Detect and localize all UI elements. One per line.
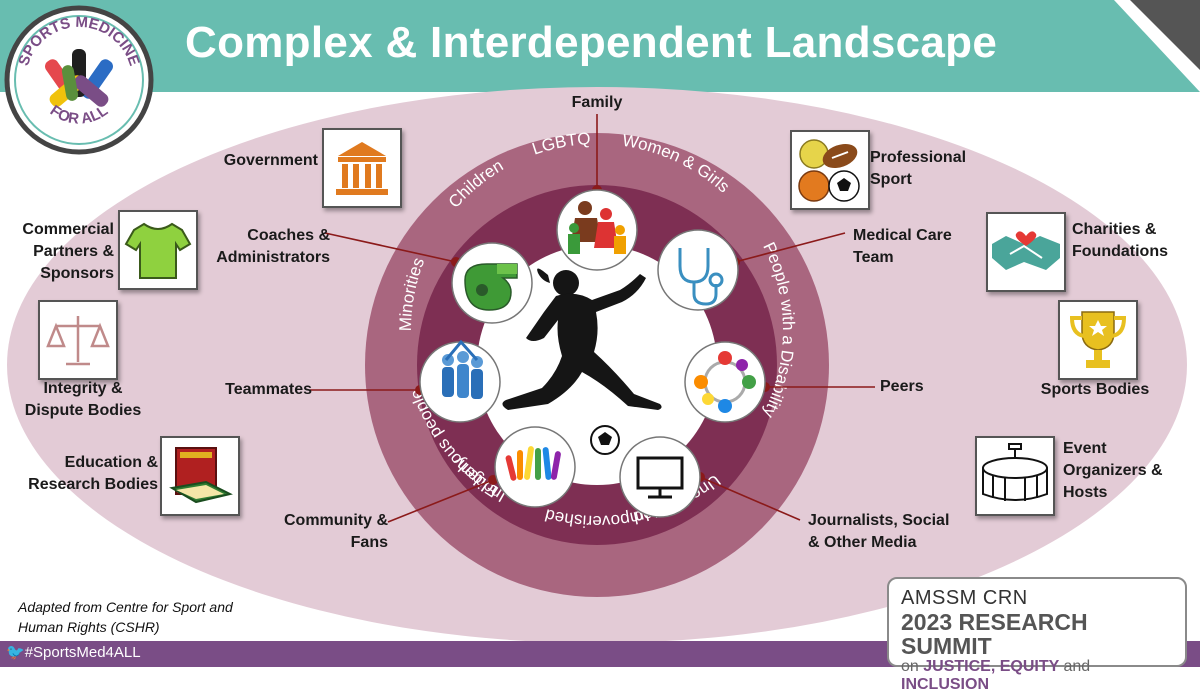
coaches-node bbox=[451, 242, 533, 324]
label-commercial: Commercial Partners & Sponsors bbox=[22, 221, 114, 282]
landscape-diagram: LGBTQ Women & Girls People with a Disabi… bbox=[7, 87, 1187, 643]
summit-inclusion: INCLUSION bbox=[901, 676, 989, 693]
label-events: Event Organizers & Hosts bbox=[1063, 440, 1163, 501]
header-banner bbox=[0, 0, 1200, 92]
whistle-icon bbox=[464, 263, 518, 311]
summit-badge: AMSSM CRN 2023 RESEARCH SUMMIT on JUSTIC… bbox=[887, 577, 1187, 693]
summit-line1: AMSSM CRN bbox=[901, 587, 1028, 609]
sports-balls-icon bbox=[798, 139, 860, 202]
banner-corner-dark bbox=[1130, 0, 1200, 70]
events-node bbox=[975, 436, 1055, 516]
community-node bbox=[494, 426, 576, 508]
handshake-heart-icon bbox=[992, 231, 1060, 270]
sports-medicine-logo: SPORTS MEDICINE FOR ALL bbox=[4, 5, 154, 155]
soccer-player-silhouette bbox=[502, 268, 662, 455]
teammates-node bbox=[419, 339, 501, 423]
peers-icon bbox=[694, 351, 756, 413]
government-icon bbox=[336, 142, 388, 195]
commercial-node bbox=[118, 210, 198, 290]
page-title: Complex & Interdependent Landscape bbox=[185, 18, 998, 67]
raised-hands-icon bbox=[505, 446, 561, 481]
sports-bodies-node bbox=[1058, 300, 1138, 380]
label-sports-bodies: Sports Bodies bbox=[1040, 381, 1150, 398]
summit-line2: 2023 RESEARCH SUMMIT bbox=[901, 609, 1088, 659]
label-coaches: Coaches & Administrators bbox=[216, 227, 330, 266]
label-education: Education & Research Bodies bbox=[28, 454, 158, 493]
label-integrity: Integrity & Dispute Bodies bbox=[24, 380, 142, 419]
teammates-icon bbox=[442, 339, 483, 399]
family-icon bbox=[568, 201, 626, 254]
trophy-icon bbox=[1069, 311, 1127, 368]
source-credit: Adapted from Centre for Sport and Human … bbox=[18, 599, 233, 635]
label-peers: Peers bbox=[880, 378, 924, 395]
stethoscope-icon bbox=[678, 248, 724, 306]
t-shirt-icon bbox=[124, 222, 192, 279]
label-family: Family bbox=[571, 94, 623, 111]
family-node bbox=[556, 189, 638, 271]
integrity-node bbox=[38, 300, 118, 380]
stadium-icon bbox=[982, 443, 1048, 501]
media-node bbox=[619, 436, 701, 518]
books-icon bbox=[169, 447, 233, 504]
footer-hashtag[interactable]: 🐦#SportsMed4ALL bbox=[6, 643, 141, 661]
label-community: Community & Fans bbox=[284, 512, 388, 551]
peers-node bbox=[684, 341, 766, 423]
hands-icon bbox=[45, 49, 113, 107]
connector-lines bbox=[310, 114, 875, 523]
hashtag-text: #SportsMed4ALL bbox=[24, 644, 141, 661]
label-charities: Charities & Foundations bbox=[1072, 221, 1168, 260]
professional-sport-node bbox=[790, 130, 870, 210]
government-node bbox=[322, 128, 402, 208]
charities-node bbox=[986, 212, 1066, 292]
label-government: Government bbox=[223, 152, 318, 169]
medical-node bbox=[657, 229, 739, 311]
label-teammates: Teammates bbox=[225, 381, 312, 398]
monitor-icon bbox=[636, 456, 684, 499]
label-professional-sport: Professional Sport bbox=[870, 149, 967, 188]
label-media: Journalists, Social & Other Media bbox=[808, 512, 950, 551]
summit-line3: on JUSTICE, EQUITY and INCLUSION bbox=[901, 658, 1173, 694]
education-node bbox=[160, 436, 240, 516]
twitter-icon: 🐦 bbox=[6, 644, 25, 661]
label-medical: Medical Care Team bbox=[853, 227, 952, 266]
scales-icon bbox=[46, 316, 110, 366]
